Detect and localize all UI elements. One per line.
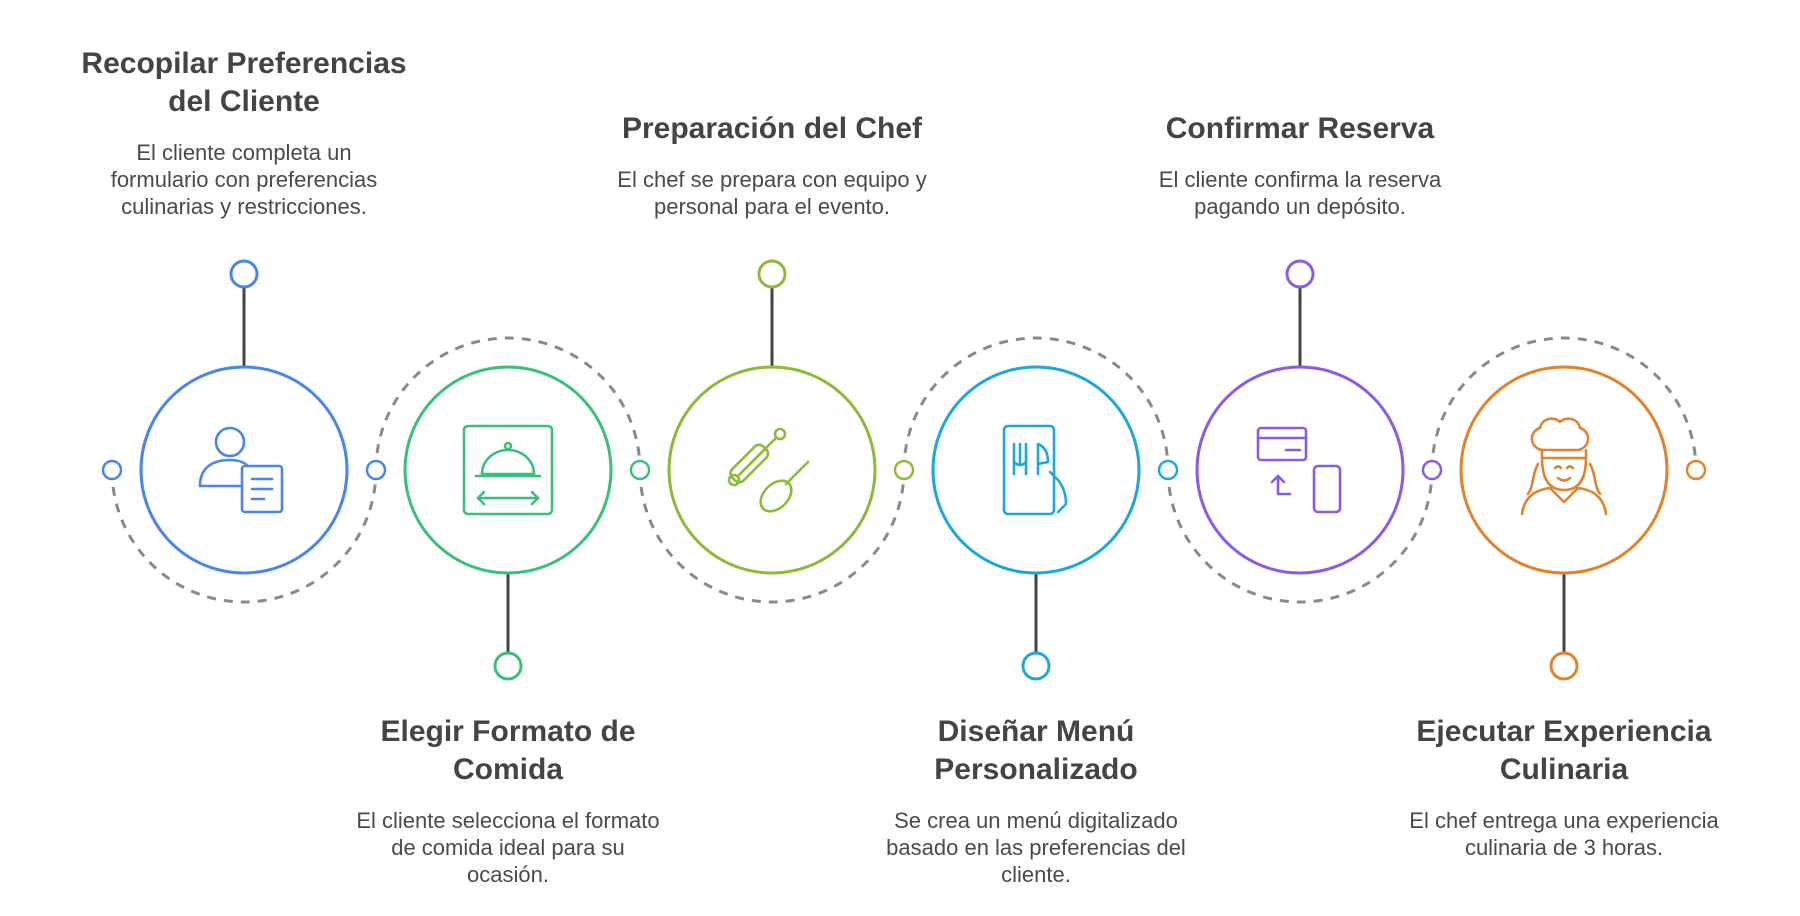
step-description-line: culinaria de 3 horas. — [1464, 835, 1664, 860]
step-3-label: Preparación del Chef El chef se prepara c… — [592, 110, 952, 220]
step-description-line: ocasión. — [467, 862, 549, 887]
step-circle — [1195, 365, 1405, 575]
step-circle — [139, 365, 349, 575]
step-bottom-node — [493, 651, 523, 681]
rolling-pin-whisk-icon — [727, 427, 810, 513]
joint-node — [1157, 459, 1179, 481]
step-top-node — [757, 259, 787, 289]
step-2-node-group — [403, 365, 613, 681]
step-title-line: Comida — [452, 753, 563, 786]
step-description-line: El cliente selecciona el formato — [356, 808, 660, 833]
joint-node — [1685, 459, 1707, 481]
step-description-line: El cliente confirma la reserva — [1158, 167, 1442, 192]
step-description-line: culinarias y restricciones. — [121, 194, 367, 219]
dashed-connector-arc — [1430, 336, 1698, 471]
dashed-connector-arc — [1166, 469, 1434, 604]
step-title: Preparación del Chef — [592, 110, 952, 148]
step-1-node-group — [139, 259, 349, 575]
step-title: Recopilar Preferencias del Cliente — [64, 45, 424, 121]
step-description-line: El chef se prepara con equipo y — [617, 167, 927, 192]
dashed-connector-arc — [110, 469, 378, 604]
step-description-line: basado en las preferencias del — [886, 835, 1186, 860]
step-5-node-group — [1195, 259, 1405, 575]
step-5-label: Confirmar Reserva El cliente confirma la … — [1120, 110, 1480, 220]
step-2-label: Elegir Formato de Comida El cliente selecc… — [328, 713, 688, 888]
step-description-line: Se crea un menú digitalizado — [894, 808, 1178, 833]
chef-icon — [1520, 417, 1608, 516]
step-title-line: Confirmar Reserva — [1165, 112, 1435, 145]
step-title-line: Recopilar Preferencias — [81, 47, 407, 80]
joint-node — [1421, 459, 1443, 481]
step-title: Elegir Formato de Comida — [328, 713, 688, 789]
step-description-line: personal para el evento. — [653, 194, 891, 219]
client-form-icon — [198, 426, 284, 514]
step-description-line: cliente. — [1001, 862, 1071, 887]
cloche-format-icon — [462, 424, 554, 516]
step-title-line: Preparación del Chef — [621, 112, 923, 145]
step-1-label: Recopilar Preferencias del Cliente El clie… — [64, 45, 424, 220]
step-4-node-group — [931, 365, 1141, 681]
step-description-line: El chef entrega una experiencia — [1409, 808, 1719, 833]
step-circle — [931, 365, 1141, 575]
step-3-node-group — [667, 259, 877, 575]
step-title: Confirmar Reserva — [1120, 110, 1480, 148]
step-description-line: formulario con preferencias — [110, 167, 378, 192]
step-description-line: de comida ideal para su — [391, 835, 625, 860]
dashed-connector-arc — [902, 336, 1170, 471]
joint-node — [629, 459, 651, 481]
step-bottom-node — [1021, 651, 1051, 681]
step-title-line: Culinaria — [1499, 753, 1629, 786]
card-payment-icon — [1256, 426, 1342, 514]
step-top-node — [1285, 259, 1315, 289]
step-circle — [1459, 365, 1669, 575]
joint-node — [101, 459, 123, 481]
step-title-line: Personalizado — [934, 753, 1138, 786]
joint-node — [893, 459, 915, 481]
joint-node — [365, 459, 387, 481]
step-top-node — [229, 259, 259, 289]
step-6-node-group — [1459, 365, 1669, 681]
step-circle — [403, 365, 613, 575]
step-description-line: pagando un depósito. — [1194, 194, 1406, 219]
step-description-line: El cliente completa un — [136, 140, 352, 165]
step-title-line: del Cliente — [168, 85, 320, 118]
step-title-line: Elegir Formato de — [380, 715, 636, 748]
digital-menu-icon — [1002, 424, 1068, 516]
step-bottom-node — [1549, 651, 1579, 681]
step-title-line: Diseñar Menú — [937, 715, 1135, 748]
step-circle — [667, 365, 877, 575]
dashed-connector-arc — [638, 469, 906, 604]
step-title-line: Ejecutar Experiencia — [1416, 715, 1712, 748]
dashed-connector-arc — [374, 336, 642, 471]
